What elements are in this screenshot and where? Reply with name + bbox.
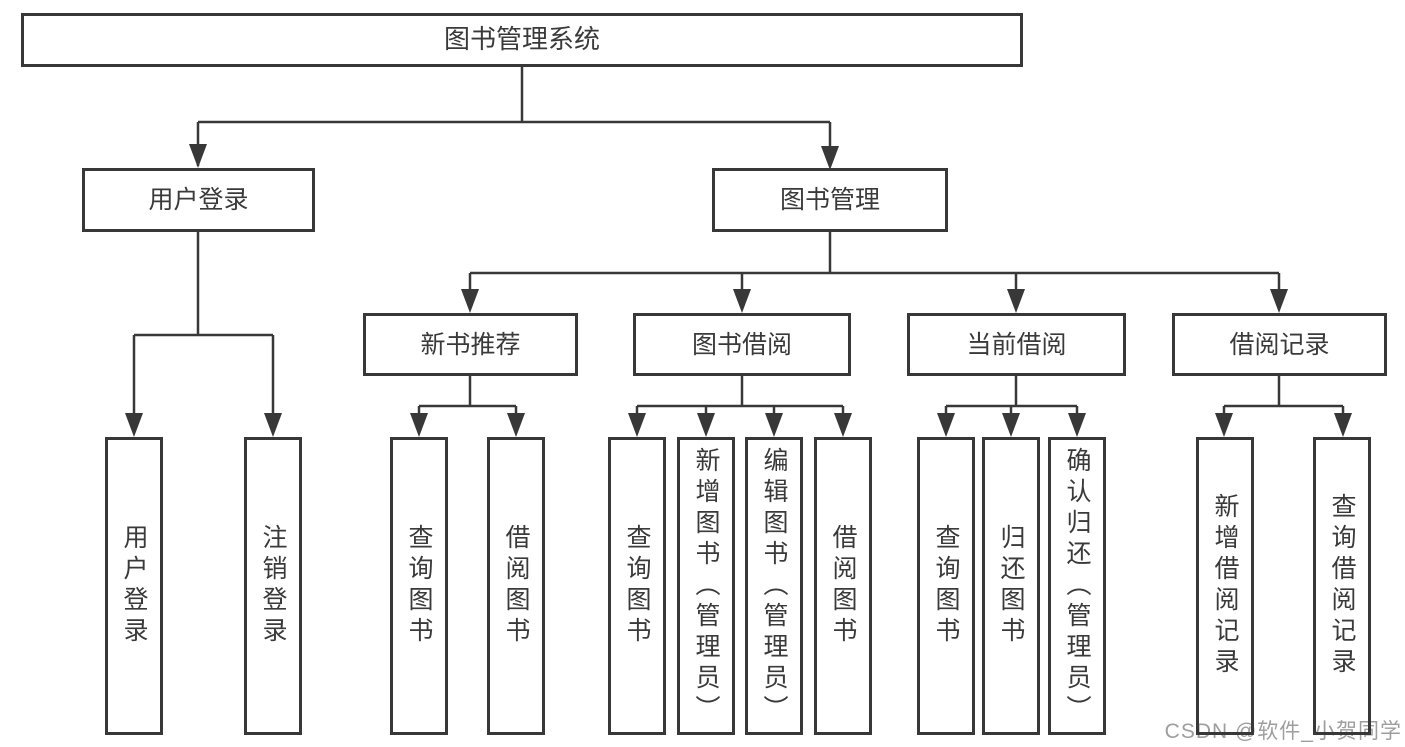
leaf-borrow-books-recommend: 借阅图书: [487, 437, 545, 735]
leaf-borrow-books: 借阅图书: [814, 437, 872, 735]
node-user-login: 用户登录: [82, 168, 315, 232]
node-current-borrowing: 当前借阅: [907, 313, 1126, 376]
node-borrowing-records: 借阅记录: [1172, 313, 1387, 376]
leaf-add-books-admin: 新增图书（管理员）: [677, 437, 735, 735]
leaf-edit-books-admin: 编辑图书（管理员）: [745, 437, 803, 735]
leaf-query-borrow-record: 查询借阅记录: [1313, 437, 1371, 735]
csdn-watermark: CSDN @软件_小贺同学: [1164, 720, 1402, 743]
leaf-user-login: 用户登录: [105, 437, 163, 735]
node-new-book-recommend: 新书推荐: [363, 313, 578, 376]
node-book-management: 图书管理: [712, 168, 948, 232]
node-book-borrowing: 图书借阅: [633, 313, 851, 376]
leaf-query-books-current: 查询图书: [917, 437, 975, 735]
leaf-logout: 注销登录: [244, 437, 302, 735]
node-root-system: 图书管理系统: [21, 13, 1023, 67]
leaf-query-books-recommend: 查询图书: [390, 437, 448, 735]
leaf-return-books: 归还图书: [982, 437, 1040, 735]
leaf-query-books-borrowing: 查询图书: [608, 437, 666, 735]
leaf-add-borrow-record: 新增借阅记录: [1196, 437, 1254, 735]
leaf-confirm-return-admin: 确认归还（管理员）: [1048, 437, 1106, 735]
